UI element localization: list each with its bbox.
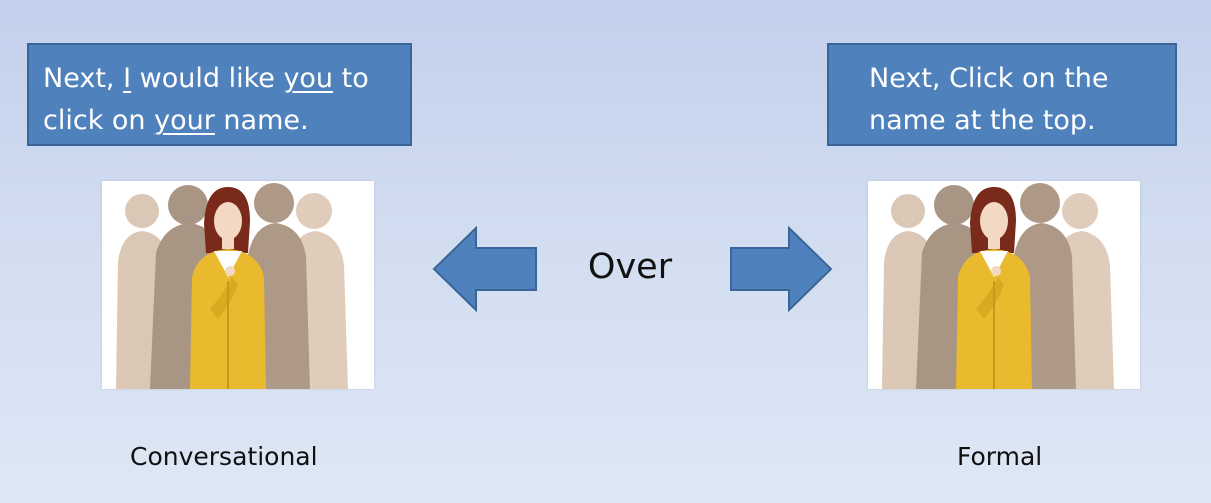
formal-person-image xyxy=(868,181,1140,389)
speech-bubble-box: Next, I would like you to click on your … xyxy=(27,43,412,146)
arrow-right-icon xyxy=(730,226,833,312)
bubble-line-2: name at the top. xyxy=(869,105,1096,136)
bubble-line-1: Next, I would like you to xyxy=(43,58,410,100)
underlined-word-your: your xyxy=(154,105,215,136)
businesswoman-with-shadow-crowd-icon xyxy=(116,183,348,389)
underlined-word-you: you xyxy=(283,63,334,94)
bubble-text: to xyxy=(333,63,369,94)
conversational-person-image xyxy=(102,181,374,389)
over-label: Over xyxy=(587,247,673,287)
underlined-word-i: I xyxy=(123,63,132,94)
bubble-text: name. xyxy=(214,105,309,136)
bubble-text: Next, xyxy=(43,63,124,94)
arrow-left-icon xyxy=(432,226,537,312)
bubble-text: would like xyxy=(131,63,284,94)
bubble-text: click on xyxy=(43,105,155,136)
caption-formal: Formal xyxy=(957,442,1043,471)
bubble-line-1: Next, Click on the xyxy=(869,63,1109,94)
speech-bubble-box: Next, Click on the name at the top. xyxy=(827,43,1177,146)
caption-conversational: Conversational xyxy=(130,442,318,471)
businesswoman-with-shadow-crowd-icon xyxy=(882,183,1114,389)
bubble-line-2: click on your name. xyxy=(43,100,410,142)
